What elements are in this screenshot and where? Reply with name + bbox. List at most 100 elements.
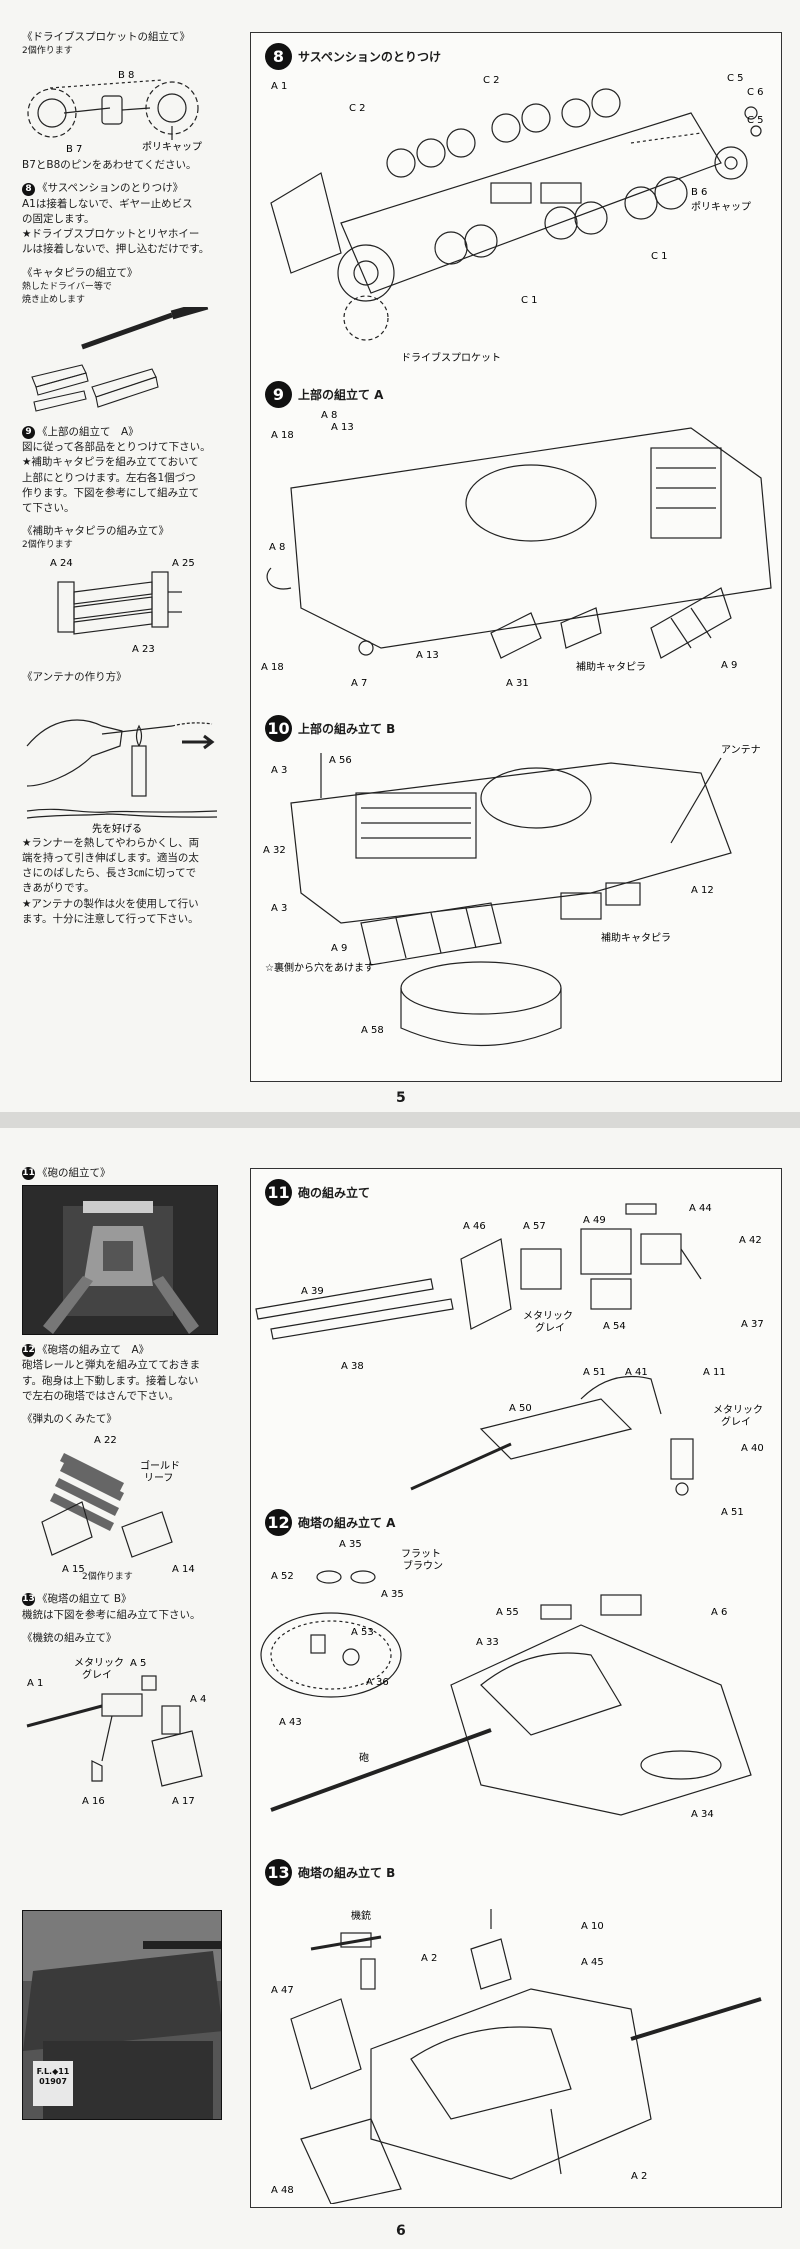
label-a58-p10: A 58 (361, 1025, 384, 1036)
panel-10-title-row: 10 上部の組み立て B (265, 715, 395, 742)
label-a25: A 25 (172, 558, 195, 569)
shell-illustration: A 22 ゴールド リーフ A 15 A 14 (41, 1435, 195, 1575)
panel-13-title-row: 13 砲塔の組み立て B (265, 1859, 395, 1886)
label-a35a-p12: A 35 (339, 1539, 362, 1550)
label-a37-p11: A 37 (741, 1319, 764, 1330)
turret-a-text-2: す。砲身は上下動します。接着しない (22, 1374, 199, 1387)
panel-10-step-number: 10 (265, 715, 292, 742)
label-a57-p11: A 57 (523, 1221, 546, 1232)
upper-text-4: 作ります。下図を参考にして組み立て (22, 486, 200, 499)
label-a39-p11: A 39 (301, 1286, 324, 1297)
gun-photo-image (23, 1186, 217, 1335)
label-barrel-p12: 砲 (359, 1751, 369, 1764)
antenna-text-2: 端を持って引き伸ばします。適当の太 (22, 851, 199, 864)
label-c2b-p8: C 2 (483, 75, 500, 86)
spare-track-illustration: A 24 A 25 A 23 (50, 558, 195, 655)
label-a54-p11: A 54 (603, 1321, 626, 1332)
track-note-1: 熱したドライバー等で (22, 281, 112, 292)
turret-a-title: 《砲塔の組み立て A》 (37, 1344, 150, 1357)
label-a15-shell: A 15 (62, 1564, 85, 1575)
antenna-text-3: さにのばしたら、長さ3㎝に切ってで (22, 867, 197, 880)
label-a10-p13: A 10 (581, 1921, 604, 1932)
label-flat-p12: フラット (401, 1548, 441, 1560)
label-a36-p12: A 36 (366, 1677, 389, 1688)
sprocket-illustration: B 8 B 7 ポリキャップ (27, 70, 202, 155)
page-number-5: 5 (396, 1090, 406, 1106)
label-b8: B 8 (118, 70, 134, 81)
label-hole-note-p10: ☆裏側から穴をあけます (265, 961, 374, 974)
label-a46-p11: A 46 (463, 1221, 486, 1232)
label-a32-p10: A 32 (263, 845, 286, 856)
suspension-text-2: の固定します。 (22, 212, 95, 225)
label-a3b-p10: A 3 (271, 903, 287, 914)
shell-qty: 2個作ります (82, 1572, 133, 1583)
antenna-text-1: ★ランナーを熱してやわらかくし、両 (22, 836, 200, 849)
antenna-text-5: ★アンテナの製作は火を使用して行い (22, 897, 199, 910)
sprocket-qty: 2個作ります (22, 46, 73, 57)
track-title: 《キャタピラの組立て》 (22, 266, 138, 279)
label-a1-p8: A 1 (271, 81, 287, 92)
label-gold-shell: ゴールド (140, 1459, 180, 1472)
panel-8-title: サスペンションのとりつけ (298, 50, 442, 64)
label-metallic2-p11: メタリック (713, 1404, 763, 1416)
turret-b-step-number: 13 (22, 1593, 35, 1607)
page-number-6: 6 (396, 2223, 406, 2239)
label-c1b-p8: C 1 (521, 295, 538, 306)
panel-13-turret-b-diagram: 機銃 A 10 A 2 A 45 A 47 A 48 A 2 (271, 1909, 762, 2204)
label-polycap-left: ポリキャップ (142, 141, 202, 153)
label-a56-p10: A 56 (329, 755, 352, 766)
upper-text-1: 図に従って各部品をとりつけて下さい。 (22, 441, 211, 454)
panel-12-title: 砲塔の組み立て A (298, 1516, 396, 1530)
label-c6-p8: C 6 (747, 87, 764, 98)
label-b6-p8: B 6 (691, 187, 707, 198)
label-c1a-p8: C 1 (651, 251, 668, 262)
label-a44-p11: A 44 (689, 1203, 712, 1214)
label-b7: B 7 (66, 144, 82, 155)
label-a12-p10: A 12 (691, 885, 714, 896)
panel-13-step-number: 13 (265, 1859, 292, 1886)
upper-title-row: 9 《上部の組立て A》 (22, 425, 232, 440)
turret-a-text-1: 砲塔レールと弾丸を組み立てておきま (22, 1359, 201, 1372)
sprocket-title: 《ドライブスプロケットの組立て》 (22, 31, 190, 43)
panel-9-title: 上部の組立て A (298, 388, 384, 402)
label-grey2-p11: グレイ (721, 1415, 751, 1428)
label-a35b-p12: A 35 (381, 1589, 404, 1600)
label-a14-shell: A 14 (172, 1564, 195, 1575)
antenna-title: 《アンテナの作り方》 (22, 671, 127, 684)
label-a41-p11: A 41 (625, 1367, 648, 1378)
label-a40-p11: A 40 (741, 1443, 764, 1454)
label-a8a-p9: A 8 (321, 410, 337, 421)
label-a7-p9: A 7 (351, 678, 367, 689)
label-spare-p9: 補助キャタピラ (576, 660, 646, 673)
upper-text-5: て下さい。 (22, 501, 75, 514)
turret-a-text-3: で左右の砲塔ではさんで下さい。 (22, 1389, 179, 1402)
label-a4-mg: A 4 (190, 1694, 206, 1705)
label-a51b-p11: A 51 (721, 1507, 744, 1518)
suspension-title: 《サスペンションのとりつけ》 (37, 182, 184, 195)
panel-8-title-row: 8 サスペンションのとりつけ (265, 43, 441, 70)
label-a18a-p9: A 18 (271, 430, 294, 441)
panel-13-title: 砲塔の組み立て B (298, 1866, 396, 1880)
label-a13a-p9: A 13 (331, 422, 354, 433)
label-a45-p13: A 45 (581, 1957, 604, 1968)
label-a9-p10: A 9 (331, 943, 347, 954)
gun-photo (22, 1185, 218, 1336)
label-c2a-p8: C 2 (349, 103, 366, 114)
label-a11-p11: A 11 (703, 1367, 726, 1378)
label-a9-p9: A 9 (721, 660, 737, 671)
label-a53-p12: A 53 (351, 1627, 374, 1638)
label-a5-mg: A 5 (130, 1658, 146, 1669)
mg-title: 《機銃の組み立て》 (22, 1631, 117, 1644)
tank-plate-bottom: 01907 (39, 2077, 67, 2087)
label-a51a-p11: A 51 (583, 1367, 606, 1378)
upper-text-2: ★補助キャタピラを組み立てておいて (22, 456, 199, 469)
antenna-text-6: ます。十分に注意して行って下さい。 (22, 912, 199, 925)
gun-title-row: 11 《砲の組立て》 (22, 1166, 232, 1181)
label-mg-p13: 機銃 (351, 1909, 371, 1922)
shell-title: 《弾丸のくみたて》 (22, 1413, 117, 1426)
label-a43-p12: A 43 (279, 1717, 302, 1728)
panel-11-gun-diagram: A 46 A 57 A 49 A 44 A 42 A 39 A 38 メタリック… (255, 1203, 764, 1518)
label-a49-p11: A 49 (583, 1215, 606, 1226)
label-spare-p10: 補助キャタピラ (601, 931, 671, 944)
label-a1-mg: A 1 (27, 1678, 43, 1689)
